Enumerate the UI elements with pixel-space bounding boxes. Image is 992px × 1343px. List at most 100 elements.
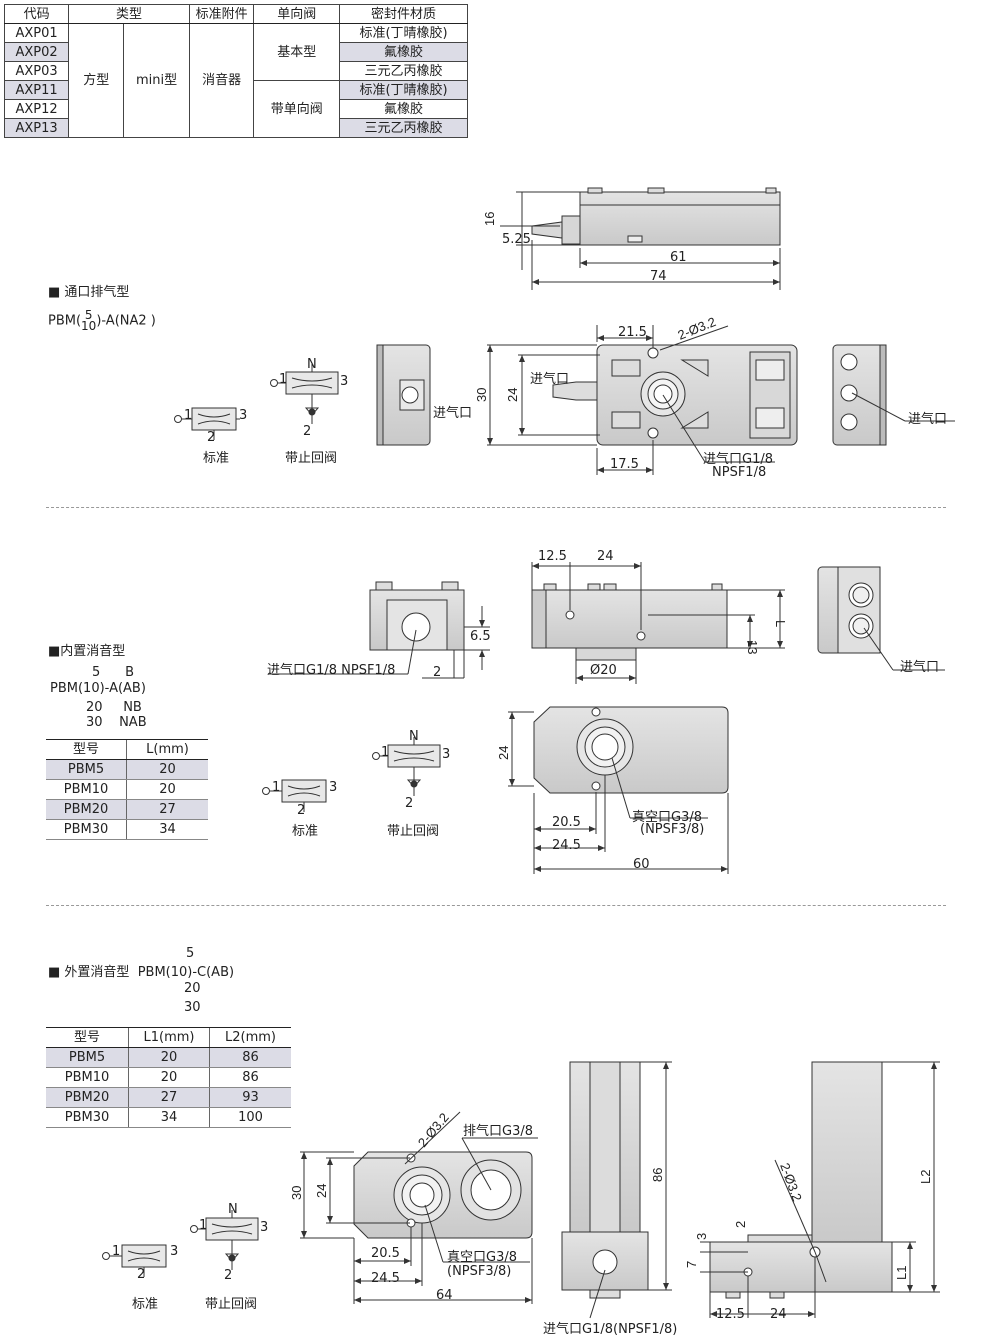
spec-seal: 氟橡胶: [339, 42, 468, 62]
spec-header-seal: 密封件材质: [339, 4, 468, 24]
s1-sym-p2: 2: [207, 430, 216, 445]
s1-sym2-p2: 2: [303, 424, 312, 439]
dim-s3-24b: 24: [770, 1307, 787, 1322]
s1-front-block: [376, 344, 431, 446]
dim-245: 24.5: [552, 838, 581, 853]
spec-seal: 三元乙丙橡胶: [339, 118, 468, 138]
cell: 20: [126, 759, 208, 780]
s2-model-1: 5 B: [92, 665, 134, 680]
cell: PBM30: [46, 1107, 129, 1128]
s1-side-view: [531, 187, 781, 246]
cell: 100: [209, 1107, 291, 1128]
s3-model-bot: 30: [184, 1000, 201, 1015]
s2-vacuum: 真空口G3/8: [632, 810, 702, 825]
s3-sym-p1: 1: [112, 1244, 121, 1259]
spec-type-size: mini型: [123, 23, 190, 138]
s2-title: ■内置消音型: [48, 644, 126, 659]
s3-title: ■ 外置消音型 PBM(10)-C(AB): [48, 965, 235, 980]
s2-sym-standard-label: 标准: [292, 824, 319, 839]
separator-2: [46, 905, 946, 906]
s3-sym-N: N: [228, 1202, 238, 1217]
cell: PBM5: [46, 759, 127, 780]
dim-65: 6.5: [470, 629, 491, 644]
s1-inlet-left: 进气口: [530, 372, 570, 387]
spec-check-with: 带单向阀: [253, 80, 341, 138]
cell: 20: [126, 779, 208, 800]
cell: 27: [128, 1087, 210, 1108]
symbol-check-1: [270, 364, 339, 424]
dim-s2-24: 24: [597, 549, 614, 564]
s3-vacuum-npsf: (NPSF3/8): [447, 1264, 512, 1279]
s3-col-l2: L2(mm): [209, 1027, 291, 1048]
spec-seal: 标准(丁晴橡胶): [339, 80, 468, 100]
spec-header-code: 代码: [3, 4, 70, 24]
cell: 20: [128, 1047, 210, 1068]
spec-row: AXP12 氟橡胶: [3, 99, 468, 119]
s1-sym-standard-label: 标准: [203, 451, 230, 466]
dim-61: 61: [670, 250, 687, 265]
s3-sym-check-label: 带止回阀: [205, 1297, 258, 1312]
dim-215: 21.5: [618, 325, 647, 340]
symbol-standard-3: [102, 1244, 167, 1277]
dim-74: 74: [650, 269, 667, 284]
s3-model-top: 5: [186, 946, 195, 961]
s1-sym-p1: 1: [184, 408, 193, 423]
dim-86: 86: [650, 1168, 665, 1182]
s2-sym-check-label: 带止回阀: [387, 824, 440, 839]
s1-sym-p3: 3: [239, 408, 248, 423]
dim-60: 60: [633, 857, 650, 872]
symbol-check-2: [372, 737, 441, 796]
cell: 20: [128, 1067, 210, 1088]
dim-s3-24: 24: [314, 1184, 329, 1198]
s2-side-view: [531, 562, 785, 684]
cell: PBM5: [46, 1047, 129, 1068]
s2-col-model: 型号: [46, 739, 127, 760]
s1-side-dims: [500, 191, 781, 290]
s1-right-view: [832, 344, 955, 446]
s1-top-view: [552, 344, 798, 446]
dim-s2-2: 2: [433, 665, 442, 680]
spec-row: AXP13 三元乙丙橡胶: [3, 118, 468, 138]
dim-s3-205: 20.5: [371, 1246, 400, 1261]
s2-sym2-p2: 2: [405, 796, 414, 811]
s1-sym-check-label: 带止回阀: [285, 451, 338, 466]
dim-holes-1: 2-Ø3.2: [676, 314, 718, 343]
cell: PBM10: [46, 1067, 129, 1088]
dim-24b: 24: [496, 746, 511, 760]
dim-24: 24: [505, 388, 520, 402]
dim-L2: L2: [918, 1170, 933, 1184]
dim-125: 12.5: [538, 549, 567, 564]
s1-top-dims: [487, 325, 775, 475]
cell: PBM10: [46, 779, 127, 800]
s2-sym-p2: 2: [297, 803, 306, 818]
s3-sym2-p3: 3: [260, 1220, 269, 1235]
spec-check-basic: 基本型: [253, 23, 341, 81]
dim-s3-holes2: 2-Ø3.2: [777, 1161, 805, 1203]
s3-col-model: 型号: [46, 1027, 129, 1048]
s3-side-view: [561, 1061, 672, 1319]
s1-sym2-p1: 1: [279, 372, 288, 387]
s3-col-l1: L1(mm): [128, 1027, 210, 1048]
s2-sym-N: N: [409, 729, 419, 744]
spec-table: 代码 类型 标准附件 单向阀 密封件材质 AXP01 方型 mini型 消音器 …: [3, 4, 468, 138]
s2-inlet-right: 进气口: [900, 660, 940, 675]
s2-col-l: L(mm): [126, 739, 208, 760]
cell: 34: [126, 819, 208, 840]
spec-type-shape: 方型: [68, 23, 125, 138]
dim-3: 3: [694, 1233, 709, 1240]
s2-top-view: [508, 706, 729, 874]
s2-sym-p3: 3: [329, 780, 338, 795]
s3-right-view: [700, 1061, 940, 1318]
s3-exhaust: 排气口G3/8: [463, 1124, 533, 1139]
spec-header-accessory: 标准附件: [188, 4, 255, 24]
dim-2: 2: [733, 1221, 748, 1228]
